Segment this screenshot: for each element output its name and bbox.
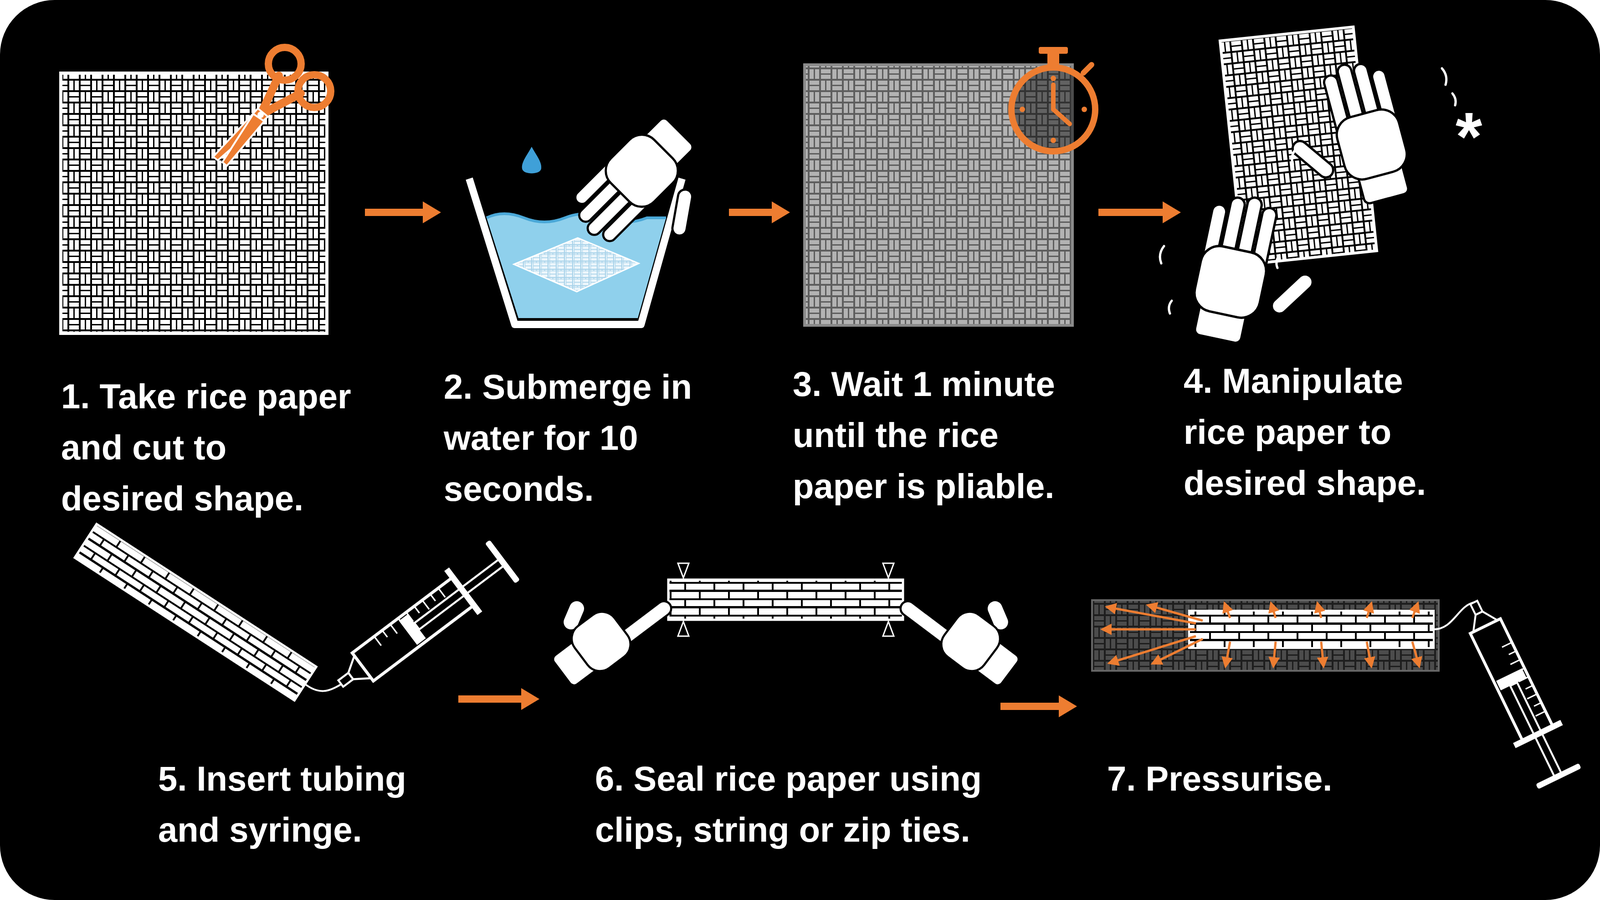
step-panel: 5. Insert tubing and syringe.	[86, 523, 456, 856]
hand-icon	[1271, 54, 1417, 220]
rice-paper-tube	[668, 579, 903, 620]
motion-lines	[1159, 68, 1456, 314]
step-caption: 7. Pressurise.	[1107, 753, 1426, 805]
pointing-hand	[893, 553, 1043, 693]
pointing-hand	[529, 553, 679, 693]
pinch-arrows	[677, 563, 894, 636]
pressure-arrows	[1102, 603, 1420, 667]
flow-arrow	[1000, 695, 1077, 718]
step-panel: 4. Manipulate rice paper to desired shap…	[1183, 27, 1576, 509]
step-panel: 3. Wait 1 minute until the rice paper is…	[792, 59, 1096, 512]
asterisk-mark: *	[1455, 102, 1483, 171]
pressurised-tube	[1092, 600, 1439, 671]
step-caption: 2. Submerge in water for 10 seconds.	[443, 361, 727, 515]
flow-arrow	[1098, 201, 1181, 224]
flow-arrow	[728, 201, 790, 224]
step-caption: 6. Seal rice paper using clips, string o…	[594, 753, 996, 856]
step-caption: 1. Take rice paper and cut to desired sh…	[61, 370, 358, 524]
tubing	[304, 683, 341, 691]
step-caption: 5. Insert tubing and syringe.	[158, 753, 459, 856]
rice-paper-sheet	[59, 71, 329, 335]
tubing	[1433, 602, 1474, 630]
step-panel: 1. Take rice paper and cut to desired sh…	[59, 68, 363, 524]
timer-icon	[1011, 46, 1096, 152]
step-panel: 6. Seal rice paper using clips, string o…	[542, 546, 998, 856]
flow-arrow	[364, 201, 442, 224]
step-caption: 3. Wait 1 minute until the rice paper is…	[792, 358, 1089, 512]
rice-paper-tube	[74, 523, 317, 701]
step-panel: 2. Submerge in water for 10 seconds.	[443, 68, 727, 515]
syringe-icon	[1450, 590, 1584, 791]
hand-icon	[1185, 189, 1331, 357]
scissors-icon	[213, 47, 331, 166]
hand-icon	[563, 110, 735, 283]
flow-arrow	[458, 687, 540, 710]
syringe-icon	[324, 537, 522, 706]
step-caption: 4. Manipulate rice paper to desired shap…	[1183, 355, 1453, 509]
step-panel: 7. Pressurise.	[1079, 574, 1586, 805]
